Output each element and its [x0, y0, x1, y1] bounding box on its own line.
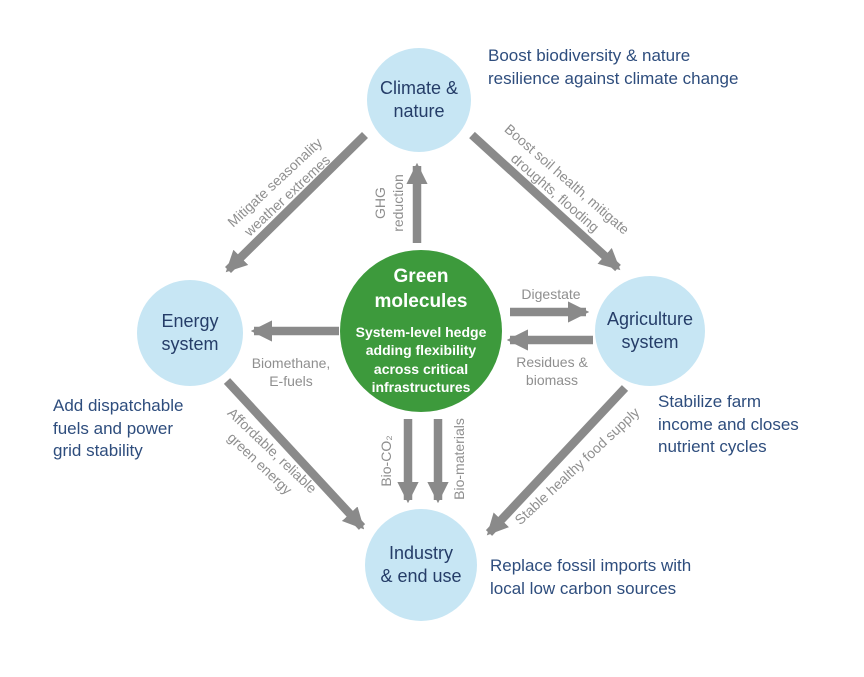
- flow-label-residues-biomass: Residues & biomass: [516, 353, 588, 388]
- arrow-agriculture-to-industry: [485, 385, 629, 536]
- flow-label-ghg-reduction: GHG reduction: [371, 174, 406, 232]
- node-industry-end-use: Industry & end use: [365, 509, 477, 621]
- node-climate-nature: Climate & nature: [367, 48, 471, 152]
- node-energy-system: Energy system: [137, 280, 243, 386]
- flow-label-bio-co2: Bio-CO₂: [377, 435, 394, 487]
- hub-subtitle: System-level hedge adding flexibility ac…: [355, 323, 487, 396]
- node-energy-label: Energy system: [161, 310, 219, 354]
- outcome-energy-text: Add dispatchable fuels and power grid st…: [53, 396, 184, 461]
- outcome-industry-text: Replace fossil imports with local low ca…: [490, 556, 692, 598]
- flow-label-bio-materials: Bio-materials: [450, 418, 467, 500]
- arrow-energy-to-industry: [223, 378, 366, 530]
- node-agriculture-system: Agriculture system: [595, 276, 705, 386]
- arrow-climate-to-energy: [225, 131, 368, 274]
- flow-label-biomethane-efuels: Biomethane, E-fuels: [251, 354, 331, 389]
- node-climate-label: Climate & nature: [379, 77, 459, 121]
- hub-title: Green molecules: [374, 266, 468, 313]
- node-agriculture-label: Agriculture system: [606, 308, 694, 352]
- arrow-climate-to-agriculture: [469, 131, 621, 272]
- node-industry-label: Industry & end use: [380, 542, 462, 586]
- flow-label-digestate: Digestate: [521, 285, 581, 302]
- outcome-climate-text: Boost biodiversity & nature resilience a…: [488, 46, 739, 88]
- outcome-agriculture-text: Stabilize farm income and closes nutrien…: [658, 392, 799, 457]
- hub-green-molecules: Green molecules System-level hedge addin…: [340, 250, 502, 412]
